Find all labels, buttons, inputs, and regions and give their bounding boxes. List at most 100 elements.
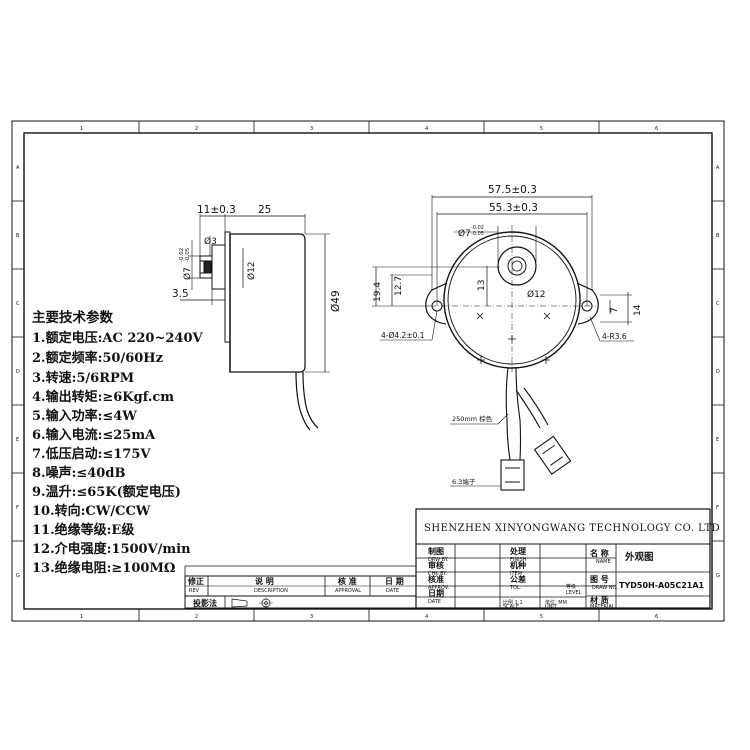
- front-terminal-2: [533, 435, 572, 475]
- frame-label-left-g: G: [16, 573, 20, 579]
- tb-unit: 单位: MM: [545, 599, 567, 606]
- front-dim-h3: 13: [477, 280, 487, 291]
- tb-tol: 公差: [510, 574, 526, 584]
- frame-label-top-5: 5: [540, 126, 543, 132]
- tb-drawing-no-value: TYD50H-A05C21A1: [619, 581, 705, 590]
- frame-label-bottom-4: 4: [425, 614, 428, 620]
- tb-drawing-no: 图 号: [590, 575, 609, 584]
- spec-item-6: 6.输入电流:≤25mA: [32, 428, 156, 443]
- side-lead-2: [302, 371, 319, 429]
- frame-label-right-g: G: [716, 573, 720, 579]
- side-shaft: [199, 255, 213, 279]
- front-lead-3: [515, 389, 541, 429]
- front-lead-2: [515, 367, 522, 461]
- specs-title: 主要技术参数: [32, 310, 113, 326]
- front-dim-boss: Ø12: [527, 289, 546, 300]
- front-dim-radius: 4-R3.6: [602, 332, 627, 341]
- tb-rev-approval-en: APPROVAL: [335, 588, 361, 594]
- front-terminal-label: 6.3端子: [452, 477, 476, 486]
- front-dim-shaft-tol-top: -0.02: [471, 225, 484, 231]
- front-dim-mount-holes: 4-Ø4.2±0.1: [381, 331, 425, 340]
- projection-symbol-cone: [231, 598, 248, 608]
- tb-name: 名 称: [590, 548, 609, 558]
- tb-checked-en: CHK BY.: [428, 571, 447, 577]
- frame-label-bottom-1: 1: [80, 614, 83, 620]
- spec-item-9: 9.温升:≤65K(额定电压): [32, 485, 181, 500]
- inner-frame: [23, 132, 713, 610]
- tb-rev: 修正: [187, 576, 204, 586]
- spec-item-5: 5.输入功率:≤4W: [32, 409, 137, 424]
- tb-name-value: 外观图: [624, 551, 654, 563]
- spec-item-12: 12.介电强度:1500V/min: [32, 542, 191, 557]
- spec-item-10: 10.转向:CW/CCW: [32, 504, 151, 519]
- front-rivet-marks: [476, 312, 551, 364]
- side-boss: [211, 244, 226, 290]
- front-ear-right: [576, 282, 599, 325]
- tb-date: 日期: [428, 588, 444, 598]
- tb-rev-date-en: DATE: [386, 588, 399, 594]
- front-dim-h1: 19.4: [373, 282, 383, 302]
- spec-item-8: 8.噪声:≤40dB: [32, 466, 126, 481]
- tb-name-en: NAME: [596, 559, 611, 565]
- side-dim-boss: Ø12: [246, 261, 257, 280]
- frame-label-bottom-2: 2: [195, 614, 198, 620]
- side-dim-shaft-tol-bot: -0.05: [185, 247, 191, 262]
- front-dim-shaft: Ø7: [458, 228, 471, 239]
- spec-item-2: 2.额定频率:50/60Hz: [32, 351, 163, 366]
- tb-finish: 处理: [509, 546, 526, 556]
- side-shaft-flat: [203, 260, 212, 274]
- tb-checked: 审核: [428, 560, 444, 570]
- tb-approved: 核准: [428, 574, 444, 584]
- side-flange-plate: [224, 231, 231, 343]
- front-dim-shaft-tol-bot: -0.05: [471, 231, 484, 237]
- side-view: [180, 214, 330, 431]
- frame-label-left-a: A: [16, 165, 20, 171]
- company-name: SHENZHEN XINYONGWANG TECHNOLOGY CO. LTD: [424, 523, 720, 534]
- front-lead-label: 250mm 棕色: [452, 414, 493, 423]
- front-shaft: [507, 256, 527, 276]
- frame-label-right-d: D: [716, 369, 720, 375]
- frame-label-top-4: 4: [425, 126, 428, 132]
- frame-label-left-d: D: [16, 369, 20, 375]
- tb-finish-en: FINISH: [510, 557, 527, 563]
- tb-desc-en: DESCRIPTION: [254, 588, 288, 594]
- side-motor-body: [229, 233, 306, 373]
- side-dim-shaft: Ø7: [182, 267, 193, 280]
- side-dim-shaft-flat: Ø3: [204, 236, 217, 247]
- frame-label-left-f: F: [16, 505, 19, 511]
- spec-item-3: 3.转速:5/6RPM: [32, 371, 135, 386]
- frame-label-right-c: C: [716, 301, 720, 307]
- side-dim-body: 25: [258, 204, 271, 216]
- front-ear-left: [425, 282, 448, 325]
- side-dim-shaft-tol-top: -0.02: [179, 248, 185, 262]
- frame-label-right-f: F: [716, 505, 719, 511]
- front-dim-h2: 12.7: [394, 276, 404, 296]
- frame-label-top-3: 3: [310, 126, 313, 132]
- tb-material-en: MATERIAL: [590, 604, 615, 610]
- title-block: [184, 508, 711, 609]
- tb-date-en: DATE: [428, 599, 441, 605]
- frame-label-top-2: 2: [195, 126, 198, 132]
- tb-level: 等级: [566, 583, 576, 590]
- tb-rev-en: REV: [189, 588, 200, 594]
- spec-item-11: 11.绝缘等级:E级: [32, 523, 135, 538]
- spec-item-13: 13.绝缘电阻:≥100MΩ: [32, 561, 176, 576]
- tb-tol-en: TOL.: [509, 585, 522, 591]
- front-lead-1: [505, 367, 511, 461]
- tb-drawing-no-en: DRAW NO.: [592, 585, 618, 591]
- front-dim-holes: 55.3±0.3: [489, 202, 538, 214]
- frame-label-right-e: E: [716, 437, 719, 443]
- frame-label-bottom-6: 6: [655, 614, 658, 620]
- front-dim-ear-w: 7: [610, 307, 620, 313]
- frame-label-left-b: B: [16, 233, 20, 239]
- frame-label-top-6: 6: [655, 126, 658, 132]
- tb-scale: 比例 1:1: [503, 599, 523, 606]
- side-dim-height: Ø49: [330, 290, 342, 312]
- side-dim-flange: 11±0.3: [197, 204, 236, 216]
- side-dim-step: 3.5: [172, 288, 189, 300]
- front-view: [372, 195, 634, 491]
- tb-item-en: ITEM: [510, 571, 522, 577]
- frame-label-bottom-5: 5: [540, 614, 543, 620]
- tb-rev-approval: 核 准: [338, 576, 357, 586]
